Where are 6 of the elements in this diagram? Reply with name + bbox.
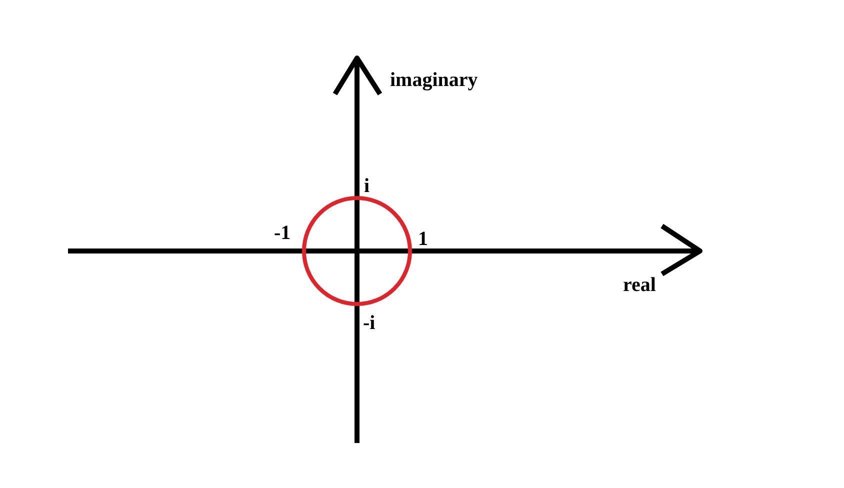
tick-label: 1 bbox=[418, 229, 428, 249]
tick-label: -i bbox=[363, 313, 376, 333]
axis-label: real bbox=[623, 275, 656, 295]
axis-label: imaginary bbox=[390, 70, 478, 90]
tick-label: i bbox=[364, 176, 370, 196]
tick-label: -1 bbox=[274, 223, 291, 243]
